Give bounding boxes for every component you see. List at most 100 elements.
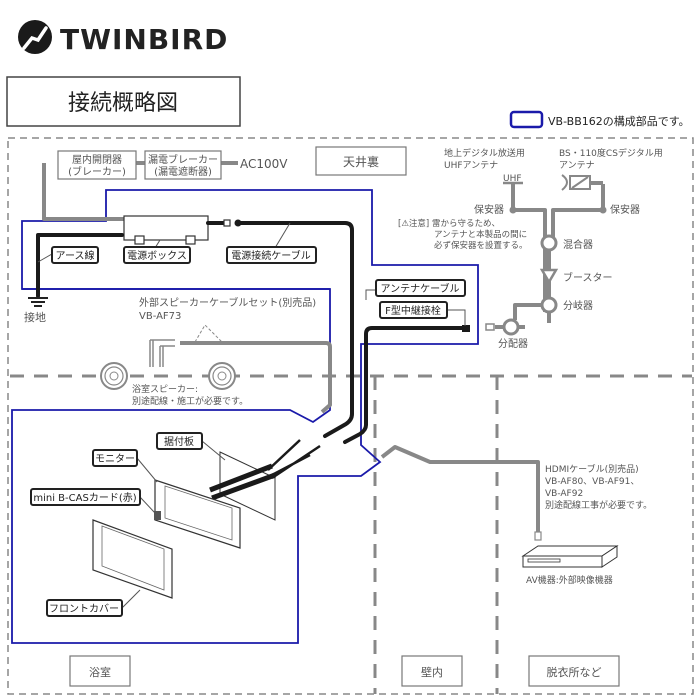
indoor-switch-box (57, 150, 137, 180)
distributor-icon (502, 318, 520, 336)
vb-bb162-outline (11, 189, 479, 644)
cable-leads (267, 439, 321, 480)
protector-right-label: 保安器 (610, 203, 640, 216)
antenna-cable-label: アンテナケーブル (381, 282, 460, 295)
legend-text: VB-BB162の構成部品です。 (548, 114, 690, 128)
power-cable-label-box (226, 246, 317, 264)
zone-bathroom-box (69, 655, 131, 687)
f-connector-icon (462, 325, 470, 332)
speaker-set-line1: 外部スピーカーケーブルセット(別売品) (139, 296, 316, 309)
zone-ceiling-box (315, 146, 407, 176)
power-box-label: 電源ボックス (127, 249, 187, 262)
power-box-foot (134, 235, 145, 245)
speaker-icon-right (208, 362, 236, 390)
splitter-icon (540, 296, 558, 314)
mount-plate-label-box (156, 432, 203, 450)
antenna-cable-label-box (375, 279, 466, 297)
hdmi-line1: HDMIケーブル(別売品) (545, 463, 639, 475)
earth-wire-label-box (51, 246, 99, 264)
mount-plate-label: 据付板 (164, 435, 194, 448)
caution-line1: [⚠注意] 雷から守るため、 (398, 218, 500, 229)
hdmi-line4: 別途配線工事が必要です。 (545, 499, 652, 511)
monitor-assembly (92, 439, 321, 599)
speaker-note-line1: 浴室スピーカー: (132, 383, 198, 395)
av-device-label: AV機器:外部映像機器 (526, 574, 613, 586)
speaker-icon-left (100, 362, 128, 390)
av-device-icon (521, 545, 619, 568)
brand-name: TWINBIRD (60, 23, 228, 56)
front-cover-label-box (46, 599, 123, 617)
leader (121, 589, 141, 609)
hdmi-plug (534, 531, 542, 541)
bcas-slot-icon (154, 511, 161, 520)
hdmi-cable (380, 445, 540, 535)
monitor-label-box (92, 449, 138, 467)
leader (136, 457, 158, 483)
zone-bathroom-label: 浴室 (89, 665, 111, 679)
protector-left-label: 保安器 (474, 203, 504, 216)
ac100v-label: AC100V (240, 157, 288, 171)
ground-icon (28, 297, 48, 307)
ground-label: 接地 (24, 311, 46, 324)
distributor-label: 分配器 (498, 338, 528, 350)
zone-wall-box (401, 655, 463, 687)
power-box-label-box (123, 246, 191, 264)
zone-dressing-box (528, 655, 620, 687)
caution-line3: 必ず保安器を設置する。 (434, 240, 528, 251)
front-cover-label: フロントカバー (49, 603, 119, 615)
indoor-switch-line2: (ブレーカー) (68, 165, 126, 178)
splitter-label: 分岐器 (563, 299, 593, 312)
cable-bundle (209, 463, 276, 501)
leak-breaker-line2: (漏電遮断器) (154, 165, 212, 178)
speaker-cable (180, 341, 332, 414)
legend-swatch (509, 110, 544, 129)
protector-dot-left (509, 206, 517, 214)
uhf-title-line2: UHFアンテナ (444, 160, 498, 171)
leader (365, 289, 376, 300)
mixer-label: 混合器 (563, 238, 593, 251)
leader (139, 496, 156, 514)
leader (37, 253, 53, 263)
uhf-mark: UHF (503, 174, 522, 184)
uhf-title-line1: 地上デジタル放送用 (444, 147, 525, 159)
mixer-icon (540, 234, 558, 252)
power-box-foot (185, 235, 196, 245)
indoor-switch-line1: 屋内開閉器 (72, 153, 122, 166)
speaker-note-line2: 別途配線・施工が必要です。 (132, 395, 248, 407)
f-connector-label-box (379, 301, 448, 319)
zone-dressing-label: 脱衣所など (547, 665, 602, 679)
page-title: 接続概略図 (68, 91, 178, 116)
leader (201, 440, 226, 461)
earth-wire-label: アース線 (56, 249, 95, 262)
distributor-plug (485, 323, 495, 331)
bs-title-line1: BS・110度CSデジタル用 (559, 147, 663, 159)
booster-icon (539, 268, 559, 285)
speaker-wires (149, 339, 175, 367)
bcas-label-box (30, 488, 141, 506)
monitor-label: モニター (95, 453, 135, 465)
bcas-label: mini B-CASカード(赤) (33, 492, 136, 504)
power-socket (234, 219, 242, 227)
hdmi-line3: VB-AF92 (545, 489, 583, 499)
speaker-set-line2: VB-AF73 (139, 311, 181, 322)
f-connector-label: F型中継接栓 (385, 304, 441, 317)
uhf-cable (511, 183, 547, 312)
bs-cable (551, 184, 605, 240)
antenna-cable (343, 326, 469, 444)
power-gray-cable (42, 163, 124, 221)
bs-dish-icon (561, 174, 591, 191)
splitter-branch (513, 303, 542, 320)
caution-line2: アンテナと本製品の間に (434, 229, 527, 240)
leader (274, 222, 291, 249)
outer-zone (7, 137, 694, 695)
protector-dot-right (599, 206, 607, 214)
power-plug (223, 219, 231, 227)
leak-breaker-line1: 漏電ブレーカー (148, 153, 218, 166)
bs-title-line2: アンテナ (559, 160, 595, 171)
zone-wall-label: 壁内 (421, 665, 443, 679)
hdmi-line2: VB-AF80、VB-AF91、 (545, 477, 639, 487)
power-connection-cable (236, 221, 354, 438)
leak-breaker-box (144, 150, 222, 180)
speaker-connector-detail (194, 324, 223, 343)
